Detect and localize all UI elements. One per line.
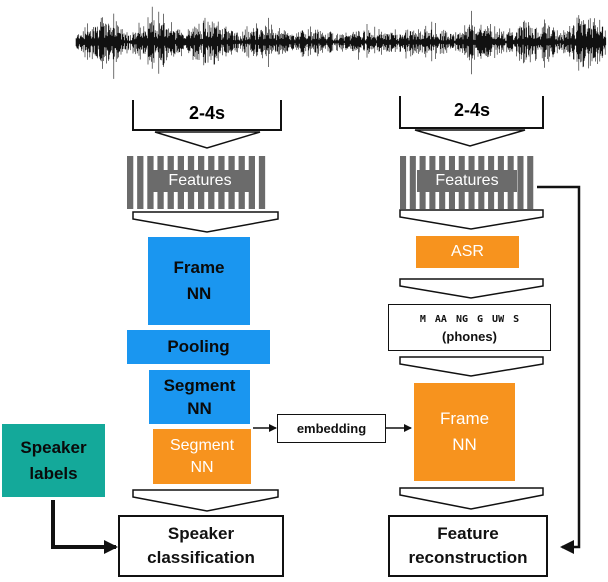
segment-nn-orange-line2: NN — [190, 458, 214, 476]
pooling-block: Pooling — [127, 330, 270, 364]
speaker-classification-line1: Speaker — [167, 524, 235, 543]
waveform-trace — [75, 6, 607, 79]
feature-stripe — [517, 156, 524, 209]
frame-nn-left-line2: NN — [186, 284, 212, 303]
phones-block: M AA NG G UW S (phones) — [388, 304, 551, 351]
feature-stripe — [527, 156, 534, 209]
speaker-labels-arrow — [51, 500, 118, 554]
flow-arrow-right-4 — [399, 356, 544, 377]
flow-arrow-right-2 — [399, 209, 544, 230]
segment-nn-blue-line1: Segment — [163, 376, 236, 395]
segment-nn-orange-line1: Segment — [169, 436, 235, 454]
feature-stripe — [137, 156, 144, 209]
segment-nn-blue: Segment NN — [149, 370, 250, 424]
feature-stripe — [400, 156, 407, 209]
left-duration-bracket — [132, 100, 282, 131]
feature-stripe — [248, 156, 255, 209]
embedding-block: embedding — [277, 414, 386, 443]
feature-reconstruction-line2: reconstruction — [408, 548, 528, 567]
right-features-label: Features — [417, 170, 517, 192]
speaker-labels-line2: labels — [29, 463, 78, 483]
frame-nn-right: Frame NN — [414, 383, 515, 481]
feature-stripe — [409, 156, 416, 209]
speaker-labels-block: Speaker labels — [2, 424, 105, 497]
frame-nn-left-line1: Frame — [173, 258, 225, 277]
asr-block: ASR — [416, 236, 519, 268]
flow-arrow-left-2 — [132, 211, 279, 233]
feature-stripe — [127, 156, 134, 209]
segment-nn-blue-line2: NN — [187, 399, 212, 418]
speaker-classification-line2: classification — [147, 548, 255, 567]
right-duration-bracket — [399, 96, 544, 129]
feature-stripe — [258, 156, 266, 209]
right-duration-label: 2-4s — [453, 99, 491, 120]
phones-sequence: M AA NG G UW S — [419, 313, 520, 325]
feature-reconstruction-block: Feature reconstruction — [388, 515, 548, 577]
audio-waveform — [75, 6, 607, 79]
frame-nn-left: Frame NN — [148, 237, 250, 325]
left-features-label: Features — [150, 170, 250, 192]
flow-arrow-right-3 — [399, 278, 544, 299]
flow-arrow-right-5 — [399, 487, 544, 510]
speaker-classification-block: Speaker classification — [118, 515, 284, 577]
flow-arrow-left-1 — [154, 131, 261, 149]
frame-nn-right-line2: NN — [452, 435, 477, 454]
flow-arrow-right-1 — [414, 129, 526, 147]
feature-reconstruction-line1: Feature — [437, 524, 499, 543]
segment-nn-orange: Segment NN — [153, 429, 251, 484]
left-duration-label: 2-4s — [188, 102, 226, 123]
phones-label: (phones) — [442, 328, 497, 344]
speaker-labels-line1: Speaker — [20, 437, 87, 457]
frame-nn-right-line1: Frame — [439, 409, 490, 428]
flow-arrow-left-3 — [132, 489, 279, 512]
features-skip-arrow — [537, 185, 581, 554]
